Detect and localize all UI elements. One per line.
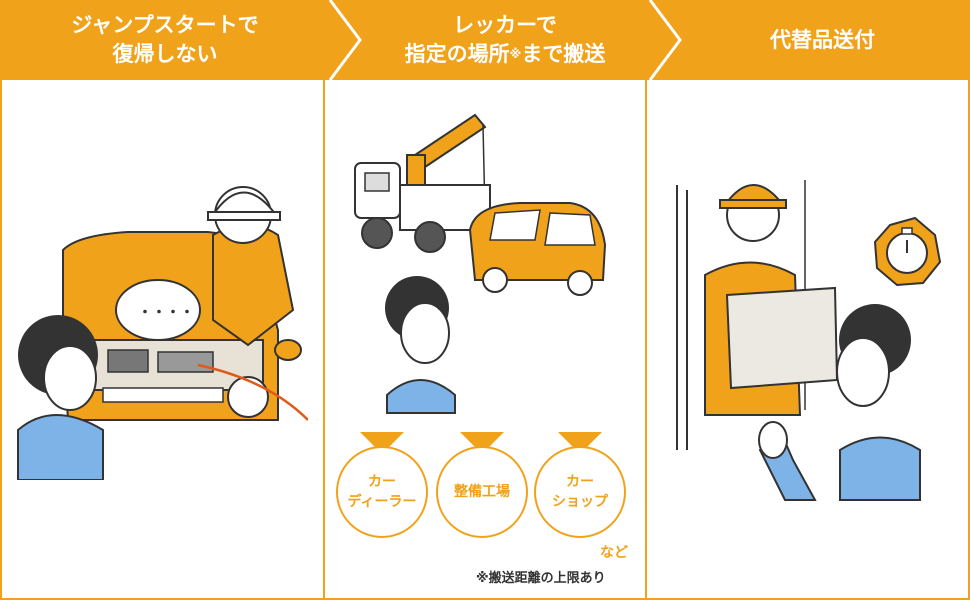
step-2-chevron [330,0,680,80]
step-3-line1: 代替品送付 [770,27,875,52]
destination-label: 整備工場 [454,484,510,500]
panel-divider [323,80,325,598]
destination-label: ショップ [552,494,608,510]
step-1-line1: ジャンプスタートで [71,13,259,37]
tow-truck-illustration [354,113,607,414]
step-1-line2: 復帰しない [112,42,218,66]
jump-start-illustration [17,186,308,480]
destination-car-dealer: カーディーラー [336,446,428,538]
speech-bubble-text: ・・・・ [138,305,194,321]
distance-limit-note: ※搬送距離の上限あり [476,571,606,586]
step-header [0,0,970,80]
step-2-note-mark: ※ [509,47,522,61]
step-1-title: ジャンプスタートで復帰しない [0,0,330,80]
step-2-line2-main: 指定の場所 [404,42,510,66]
step-1-chevron [0,0,360,80]
destination-label: カー [368,474,396,490]
step-2-line2-tail: まで搬送 [521,42,606,66]
step-2-line1: レッカーで [453,13,557,37]
destination-label: カー [566,474,594,490]
destination-car-shop: カーショップ [534,446,626,538]
step-3-chevron [650,0,970,80]
panel-divider [645,80,647,598]
etc-label: など [600,545,628,561]
step-3-title: 代替品送付 [675,0,970,80]
step-2-title: レッカーで指定の場所※まで搬送 [350,0,660,80]
destination-repair-shop: 整備工場 [436,446,528,538]
destination-label: ディーラー [347,494,417,510]
replacement-delivery-illustration [676,180,942,501]
